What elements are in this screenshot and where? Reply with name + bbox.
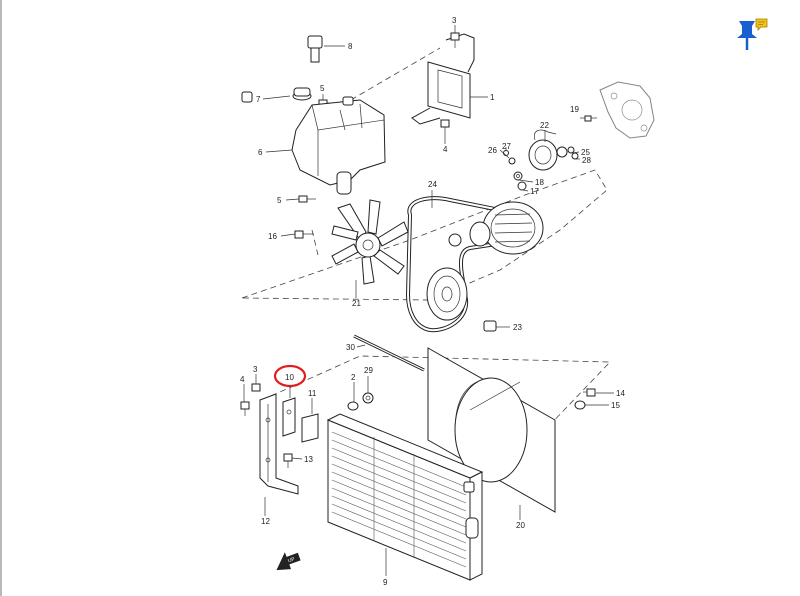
direction-label: UP (287, 556, 296, 564)
callout-11[interactable]: 11 (308, 389, 317, 398)
part-bolt-5b (298, 195, 316, 203)
part-washer-18 (513, 171, 523, 181)
callout-22[interactable]: 22 (540, 121, 549, 130)
part-washer-27 (503, 150, 509, 156)
part-nut-17 (517, 181, 527, 191)
part-bolt-14 (583, 388, 596, 397)
part-water-pump-housing (599, 81, 655, 139)
callout-21[interactable]: 21 (352, 299, 361, 308)
part-shroud-20 (427, 347, 556, 513)
direction-arrow-icon: UP (276, 552, 301, 571)
callout-labels: 1 2 3 3 4 4 5 5 6 7 8 9 10 11 12 13 14 1… (240, 16, 625, 587)
part-cap-7 (292, 87, 312, 101)
callout-2[interactable]: 2 (351, 373, 356, 382)
callout-27[interactable]: 27 (502, 142, 511, 151)
callout-12[interactable]: 12 (261, 517, 270, 526)
callout-16[interactable]: 16 (268, 232, 277, 241)
part-clip-23 (483, 320, 497, 332)
callout-3-top[interactable]: 3 (452, 16, 457, 25)
comment-bubble-icon (755, 18, 768, 31)
callout-8[interactable]: 8 (348, 42, 353, 51)
callout-20[interactable]: 20 (516, 521, 525, 530)
callout-5-lower[interactable]: 5 (277, 196, 282, 205)
radiator-core-grille (331, 431, 467, 568)
fan-assembly-outline (261, 355, 611, 431)
callout-5-top[interactable]: 5 (320, 84, 325, 93)
part-radiator-9 (326, 413, 484, 581)
part-bracket-12 (259, 393, 299, 495)
callout-10[interactable]: 10 (285, 373, 294, 382)
callout-26[interactable]: 26 (488, 146, 497, 155)
part-nut-28 (571, 152, 579, 160)
callout-13[interactable]: 13 (304, 455, 313, 464)
pushpin-button[interactable] (736, 17, 768, 53)
pushpin-icon (737, 18, 768, 50)
part-belt-24 (405, 196, 512, 333)
callout-24[interactable]: 24 (428, 180, 437, 189)
part-washer-15 (574, 400, 586, 410)
callout-30[interactable]: 30 (346, 343, 355, 352)
part-bracket-1 (411, 33, 475, 125)
part-bolt-26 (508, 157, 516, 165)
callout-18[interactable]: 18 (535, 178, 544, 187)
callout-23[interactable]: 23 (513, 323, 522, 332)
part-crank-pulley (426, 267, 468, 321)
part-bolt-16 (294, 230, 314, 239)
callout-25[interactable]: 25 (581, 148, 590, 157)
callout-14[interactable]: 14 (616, 389, 625, 398)
callout-6[interactable]: 6 (258, 148, 263, 157)
callout-4-lower[interactable]: 4 (240, 375, 245, 384)
callout-9[interactable]: 9 (383, 578, 388, 587)
part-bracket-10 (282, 397, 296, 437)
part-rod-30 (353, 334, 425, 372)
window-border (0, 0, 2, 596)
callout-28[interactable]: 28 (582, 156, 591, 165)
callout-7[interactable]: 7 (256, 95, 261, 104)
part-nut-3b (251, 383, 261, 392)
part-grommet-29 (362, 392, 374, 404)
callout-29[interactable]: 29 (364, 366, 373, 375)
callout-15[interactable]: 15 (611, 401, 620, 410)
leader-lines (243, 25, 614, 576)
part-pulley-22 (528, 129, 568, 171)
part-bolt-4a (440, 119, 450, 136)
callout-19[interactable]: 19 (570, 105, 579, 114)
part-bolt-4b (240, 401, 250, 416)
part-washer-2 (347, 401, 359, 411)
callout-1[interactable]: 1 (490, 93, 495, 102)
callout-3-lower[interactable]: 3 (253, 365, 258, 374)
part-alternator (448, 201, 544, 255)
part-bolt-13 (283, 453, 293, 468)
callout-17[interactable]: 17 (530, 187, 539, 196)
part-hose-8 (241, 35, 323, 103)
part-washer-25 (567, 146, 575, 154)
part-bolt-19 (584, 115, 597, 122)
part-pad-11 (301, 413, 319, 443)
callout-4-top[interactable]: 4 (443, 145, 448, 154)
part-reservoir-6 (291, 96, 386, 195)
part-fan-21 (331, 199, 409, 285)
